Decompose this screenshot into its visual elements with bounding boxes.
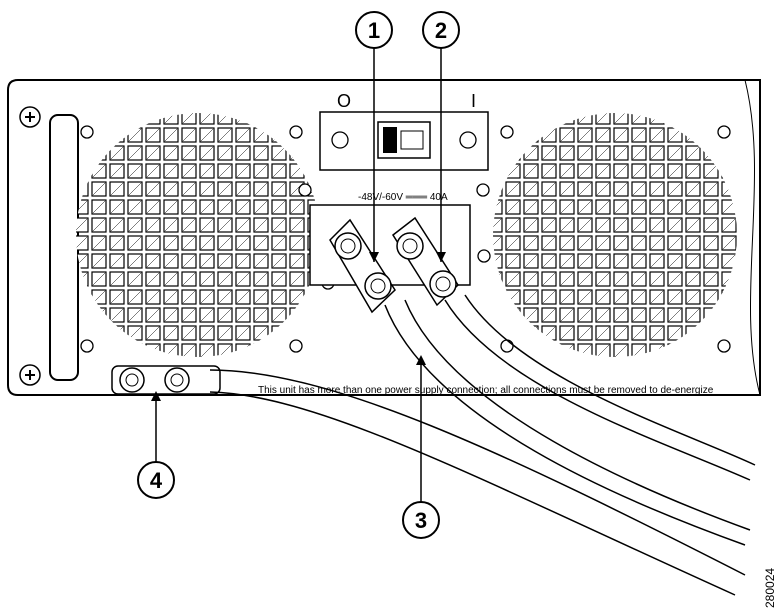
callout-2: 2 [422, 11, 460, 262]
switch-off-label: O [337, 91, 351, 111]
panel-handle [49, 114, 79, 381]
terminal-lug-1 [329, 218, 396, 314]
svg-text:2: 2 [435, 18, 447, 43]
callout-3: 3 [402, 355, 440, 539]
chassis-screws [19, 106, 41, 386]
svg-text:3: 3 [415, 508, 427, 533]
warning-label: This unit has more than one power supply… [258, 385, 714, 396]
power-cables [384, 294, 756, 546]
circuit-breaker[interactable] [319, 111, 489, 171]
rating-label: -48V/-60V ═══ 40A [358, 192, 448, 203]
ground-cable [209, 369, 746, 596]
svg-text:1: 1 [368, 18, 380, 43]
svg-text:4: 4 [150, 468, 163, 493]
switch-on-label: I [471, 91, 476, 111]
figure-id: 280024 [763, 568, 777, 608]
right-fan-grill [493, 113, 737, 357]
callout-1: 1 [355, 11, 393, 262]
left-fan-grill [76, 113, 320, 357]
callout-4: 4 [137, 391, 175, 499]
ground-lug [111, 365, 221, 395]
terminal-lug-2 [392, 216, 459, 307]
